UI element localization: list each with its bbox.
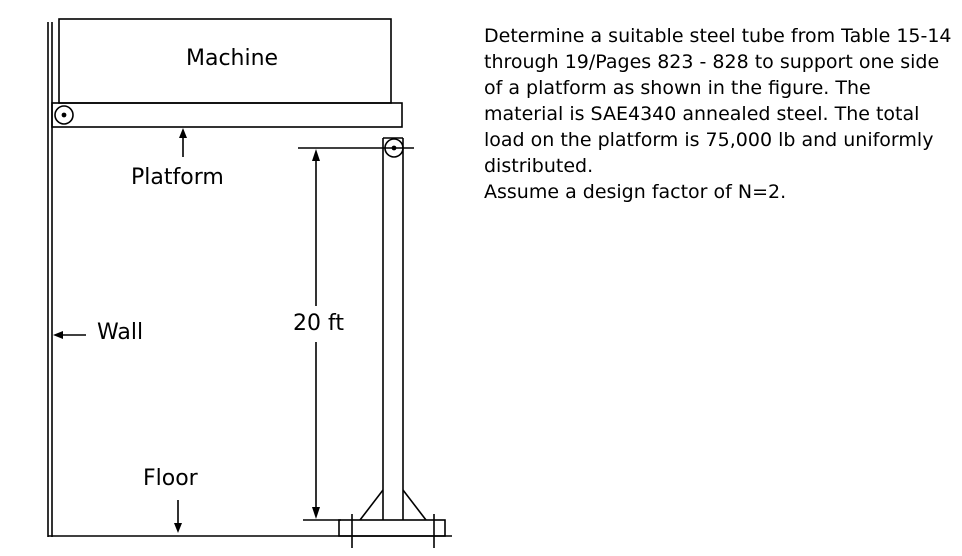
base-gusset-left [359,489,384,521]
column-pin-center [391,145,397,151]
wall-hinge-center [61,112,67,118]
machine-label: Machine [186,46,279,71]
diagram-drawing [47,18,452,548]
dimension-arrowhead-top [312,149,320,161]
floor-arrowhead [174,523,182,533]
problem-paragraph: Determine a suitable steel tube from Tab… [484,25,952,177]
base-gusset-right [402,489,427,521]
platform-arrowhead [179,128,187,138]
floor-label: Floor [143,466,198,491]
dimension-arrowhead-bottom [312,507,320,519]
wall-label: Wall [97,320,144,345]
height-dimension-label: 20 ft [292,311,345,337]
base-plate [338,519,446,537]
wall-arrowhead [53,331,63,339]
wall-hinge [54,105,74,125]
platform-beam [51,102,403,128]
platform-label: Platform [131,165,224,190]
problem-statement: Determine a suitable steel tube from Tab… [484,23,954,205]
platform-diagram: Machine Platform Wall 20 ft Floor [0,0,480,552]
design-factor-assumption: Assume a design factor of N=2. [484,181,787,203]
